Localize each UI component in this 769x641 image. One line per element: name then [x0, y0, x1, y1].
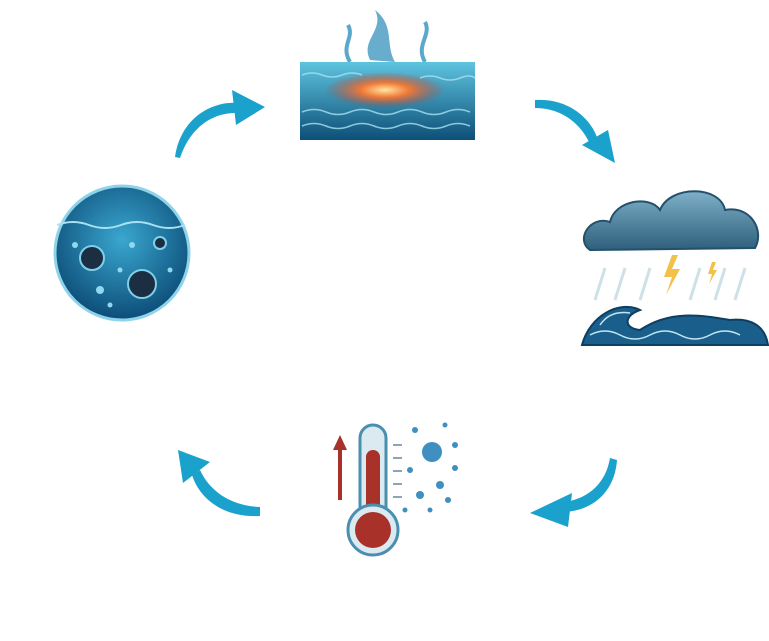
ocean-heat-icon: [300, 10, 476, 140]
arrow-bottom-right: [530, 458, 617, 527]
arrow-bottom-left: [178, 450, 260, 517]
storm-over-ocean-icon: [580, 190, 769, 346]
thermometer-particles-icon: [333, 422, 458, 557]
arrow-top-left: [175, 90, 265, 158]
water-microbes-icon: [53, 184, 191, 322]
arrow-top-right: [535, 99, 615, 163]
